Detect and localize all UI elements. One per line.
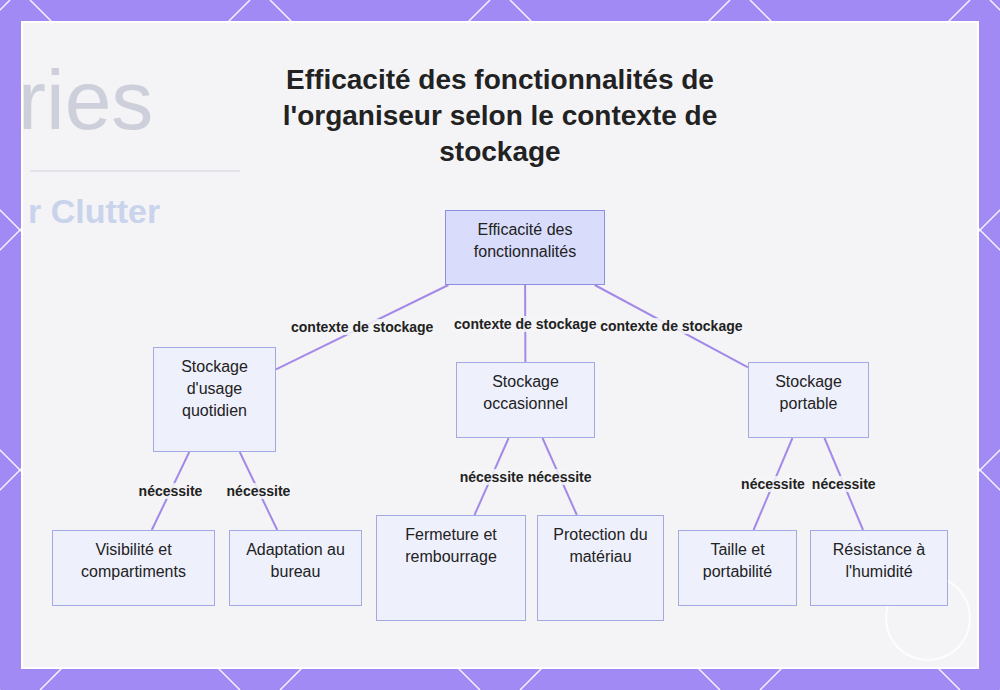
category-box: Adaptation au bureau xyxy=(229,530,362,606)
edge-label: nécessite xyxy=(739,476,807,492)
edge-label: contexte de stockage xyxy=(289,319,435,335)
connector-line xyxy=(595,285,748,367)
edge-label: nécessite xyxy=(458,469,526,485)
edge-label: contexte de stockage xyxy=(452,316,598,332)
category-box: Protection du matériau xyxy=(537,515,664,621)
watermark-text: ries xyxy=(18,52,153,149)
panel xyxy=(22,22,978,668)
node-text: Stockage occasionnel xyxy=(463,371,588,415)
diagram-title: Efficacité des fonctionnalités de l'orga… xyxy=(250,62,750,170)
node-text: Stockage d'usage quotidien xyxy=(160,356,269,422)
node-text: Résistance à l'humidité xyxy=(817,539,941,583)
faded-rule xyxy=(30,170,240,172)
node-text: Protection du matériau xyxy=(544,524,657,568)
root-box: Efficacité des fonctionnalités xyxy=(445,210,605,285)
node-text: Adaptation au bureau xyxy=(236,539,355,583)
watermark-text: r Clutter xyxy=(28,192,160,231)
category-box: Stockage occasionnel xyxy=(456,362,595,438)
node-text: Fermeture et rembourrage xyxy=(383,524,519,568)
category-box: Visibilité et compartiments xyxy=(52,530,215,606)
node-text: Efficacité des fonctionnalités xyxy=(452,219,598,263)
edge-label: contexte de stockage xyxy=(598,318,744,334)
node-text: Stockage portable xyxy=(755,371,862,415)
category-box: Résistance à l'humidité xyxy=(810,530,948,606)
category-box: Taille et portabilité xyxy=(678,530,797,606)
category-box: Stockage d'usage quotidien xyxy=(153,347,276,452)
edge-label: nécessite xyxy=(810,476,878,492)
category-box: Stockage portable xyxy=(748,362,869,438)
edge-label: nécessite xyxy=(225,483,293,499)
node-text: Taille et portabilité xyxy=(685,539,790,583)
connector-line xyxy=(276,285,448,369)
edge-label: nécessite xyxy=(526,469,594,485)
category-box: Fermeture et rembourrage xyxy=(376,515,526,621)
node-text: Visibilité et compartiments xyxy=(59,539,208,583)
edge-label: nécessite xyxy=(137,483,205,499)
